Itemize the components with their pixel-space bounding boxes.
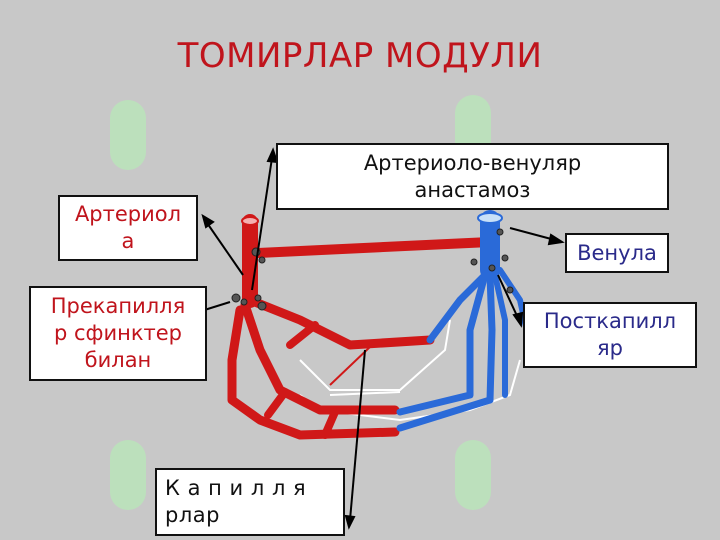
label-postcapillary: Посткапилл яр: [523, 302, 697, 368]
watermark-logo: [455, 440, 491, 510]
capillary-bridge: [286, 321, 319, 349]
capillary-bridge: [321, 408, 339, 439]
postcapillary-1: [426, 266, 494, 344]
label-arteriole: Артериол а: [58, 195, 198, 261]
sphincter-markers: [231, 228, 514, 311]
label-anastomosis: Артериоло-венуляр анастамоз: [276, 143, 669, 210]
postcapillary-4: [492, 272, 508, 398]
postcapillary-3: [396, 271, 496, 432]
venule-opening: [477, 212, 503, 224]
page-title: ТОМИРЛАР МОДУЛИ: [177, 36, 543, 76]
watermark-logo: [110, 100, 146, 170]
capillary-bridge: [264, 388, 289, 419]
capillary-lower: [227, 305, 400, 440]
label-precapillary-sphincter: Прекапилля р сфинктер билан: [29, 286, 207, 381]
postcapillary-2: [396, 271, 489, 416]
arteriole-vessels: [227, 214, 495, 440]
anastomosis-vessel: [253, 237, 495, 258]
venule-vessels: [396, 210, 533, 432]
capillary-middle: [240, 300, 400, 415]
watermark-logo: [110, 440, 146, 510]
label-venule: Венула: [565, 233, 669, 273]
label-capillaries: К а п и л л я рлар: [155, 468, 345, 536]
arteriole-opening: [241, 216, 259, 226]
capillary-upper: [245, 295, 435, 350]
pointer-arrows: [189, 147, 565, 530]
